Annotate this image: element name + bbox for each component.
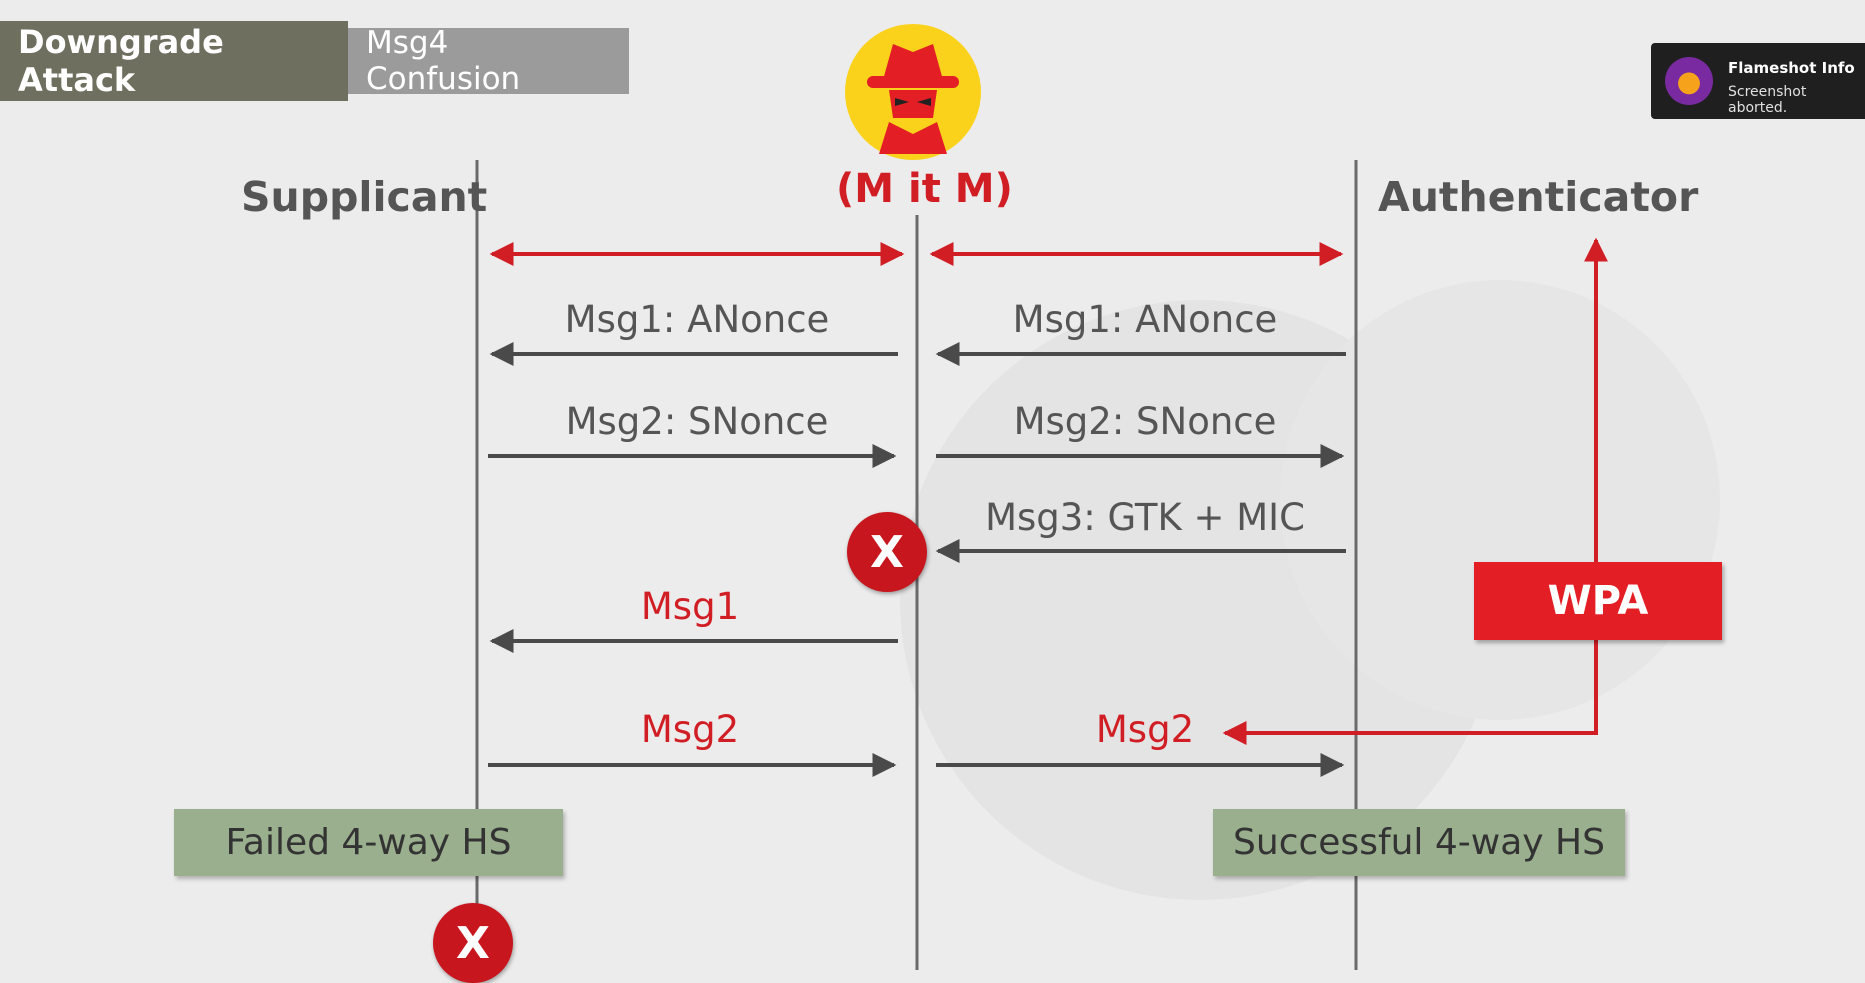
authenticator-label: Authenticator: [1378, 173, 1699, 221]
flameshot-logo-icon: [1665, 57, 1713, 105]
msg2-red-left-label: Msg2: [640, 708, 740, 751]
wpa-route-arrow: [1222, 240, 1598, 745]
toast-body: Screenshot aborted.: [1728, 84, 1807, 116]
tab-msg4-confusion[interactable]: Msg4 Confusion: [348, 25, 629, 97]
spy-agent-icon: [845, 24, 981, 160]
tab-downgrade-attack[interactable]: Downgrade Attack: [0, 21, 348, 101]
msg2-left-label: Msg2: SNonce: [565, 400, 829, 443]
msg1-right-label: Msg1: ANonce: [1012, 298, 1278, 341]
msg2-right-label: Msg2: SNonce: [1013, 400, 1277, 443]
msg1-red-label: Msg1: [640, 585, 740, 628]
successful-handshake-box: Successful 4-way HS: [1213, 809, 1625, 876]
blocked-x-icon: X: [847, 512, 927, 592]
background-shape: [1280, 280, 1720, 720]
msg2-red-right-label: Msg2: [1095, 708, 1195, 751]
msg1-left-label: Msg1: ANonce: [564, 298, 830, 341]
flameshot-toast[interactable]: Flameshot Info Screenshot aborted.: [1651, 43, 1865, 119]
mitm-label: (M it M): [836, 166, 1013, 212]
supplicant-label: Supplicant: [241, 173, 488, 221]
failed-handshake-box: Failed 4-way HS: [174, 809, 563, 876]
failed-x-icon: X: [433, 903, 513, 983]
wpa-badge: WPA: [1474, 562, 1722, 640]
toast-title: Flameshot Info: [1728, 59, 1855, 77]
msg3-right-label: Msg3: GTK + MIC: [985, 496, 1305, 539]
